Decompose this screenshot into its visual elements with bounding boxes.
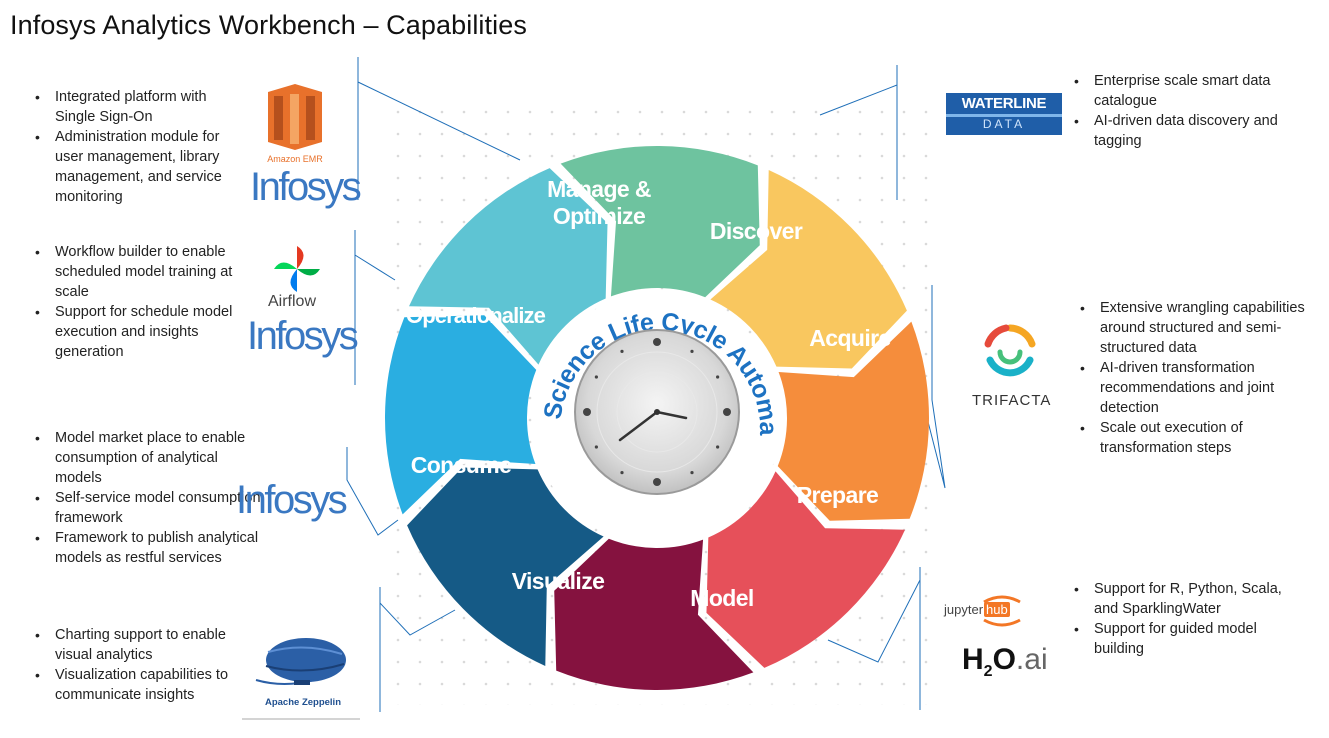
clock-tick: [594, 445, 598, 449]
jupyter-label: jupyter: [944, 602, 984, 617]
stage-label-operationalize: Operationalize: [406, 303, 546, 328]
infosys-logo: Infosys: [250, 165, 362, 209]
stage-label-model: Model: [690, 585, 754, 611]
bullet-item: Workflow builder to enable scheduled mod…: [31, 242, 251, 302]
stage-label-prepare: Prepare: [796, 482, 879, 508]
cycle-segments: [385, 146, 929, 690]
clock-tick: [583, 408, 591, 416]
clock-tick: [620, 471, 624, 475]
trifacta-icon: [980, 322, 1040, 382]
hub-label: hub: [984, 602, 1010, 617]
bullet-item: Integrated platform with Single Sign-On: [31, 87, 246, 127]
infosys-logo: Infosys: [247, 314, 359, 358]
connector-bottom-left: [379, 587, 456, 636]
connector-lower-left: [346, 447, 399, 536]
amazon-emr-label: Amazon EMR: [267, 154, 323, 164]
h2o-ai-logo: H2O.ai: [962, 643, 1048, 681]
bullet-item: Visualization capabilities to communicat…: [31, 665, 246, 705]
h2o-o: O: [992, 643, 1016, 676]
connector-bottom-right: [827, 567, 921, 663]
stage-segment-prepare: [706, 471, 905, 668]
clock-icon: [574, 329, 740, 495]
clock-tick: [620, 349, 624, 353]
bullet-item: Support for schedule model execution and…: [31, 302, 251, 362]
right-group-1-bullets: Enterprise scale smart data catalogue AI…: [1070, 71, 1305, 151]
bullet-item: AI-driven transformation recommendations…: [1076, 358, 1321, 418]
page-title: Infosys Analytics Workbench – Capabiliti…: [10, 10, 527, 40]
stage-segment-acquire: [777, 321, 929, 521]
clock-tick: [723, 408, 731, 416]
clock-tick: [653, 338, 661, 346]
zeppelin-icon: [254, 632, 350, 694]
waterline-data-logo: WATERLINE DATA: [946, 93, 1062, 135]
stage-segment-visualize: [407, 467, 604, 666]
airflow-label: Airflow: [268, 293, 317, 310]
clock-tick: [716, 375, 720, 379]
stage-label-visualize: Visualize: [511, 568, 605, 594]
left-group-2-bullets: Workflow builder to enable scheduled mod…: [31, 242, 251, 362]
bullet-item: AI-driven data discovery and tagging: [1070, 111, 1305, 151]
infosys-logo: Infosys: [236, 478, 348, 522]
data-label: DATA: [982, 117, 1026, 131]
bullet-item: Administration module for user managemen…: [31, 127, 246, 207]
right-group-3-bullets: Support for R, Python, Scala, and Sparkl…: [1070, 579, 1305, 659]
bullet-item: Extensive wrangling capabilities around …: [1076, 298, 1321, 358]
bullet-item: Framework to publish analytical models a…: [31, 528, 261, 568]
bullet-item: Self-service model consumption framework: [31, 488, 261, 528]
bullet-item: Model market place to enable consumption…: [31, 428, 261, 488]
right-group-2-bullets: Extensive wrangling capabilities around …: [1076, 298, 1321, 458]
bullet-item: Support for R, Python, Scala, and Sparkl…: [1070, 579, 1305, 619]
left-group-4-bullets: Charting support to enable visual analyt…: [31, 625, 246, 705]
stage-segment-consume: [385, 315, 537, 515]
stage-label-manage-optimize: Manage &Optimize: [547, 176, 651, 229]
stage-label-acquire: Acquire: [809, 325, 891, 351]
stage-segment-model: [554, 538, 754, 690]
stage-label-consume: Consume: [410, 452, 512, 478]
airflow-pinwheel-icon: [272, 244, 322, 294]
connector-lines: [242, 57, 946, 720]
stage-label-discover: Discover: [709, 218, 803, 244]
clock-tick: [716, 445, 720, 449]
bullet-item: Scale out execution of transformation st…: [1076, 418, 1321, 458]
left-group-1-bullets: Integrated platform with Single Sign-On …: [31, 87, 246, 207]
clock-tick: [690, 349, 694, 353]
apache-zeppelin-label: Apache Zeppelin: [264, 697, 341, 708]
stage-segment-operationalize: [409, 168, 608, 365]
connector-mid-right: [924, 285, 946, 489]
amazon-emr-logo: Amazon EMR: [260, 82, 330, 164]
stage-segment-discover: [710, 170, 907, 369]
h2o-ai: .ai: [1015, 643, 1048, 676]
waterline-label: WATERLINE: [961, 95, 1047, 112]
trifacta-label: TRIFACTA: [972, 392, 1052, 409]
left-group-3-bullets: Model market place to enable consumption…: [31, 428, 261, 568]
clock-tick: [594, 375, 598, 379]
clock-tick: [690, 471, 694, 475]
bullet-item: Enterprise scale smart data catalogue: [1070, 71, 1305, 111]
clock-tick: [653, 478, 661, 486]
bullet-item: Charting support to enable visual analyt…: [31, 625, 246, 665]
bullet-item: Support for guided model building: [1070, 619, 1305, 659]
h2o-h: H: [962, 643, 984, 676]
h2o-2: 2: [983, 663, 993, 680]
stage-segment-manage-optimize: [560, 146, 760, 298]
